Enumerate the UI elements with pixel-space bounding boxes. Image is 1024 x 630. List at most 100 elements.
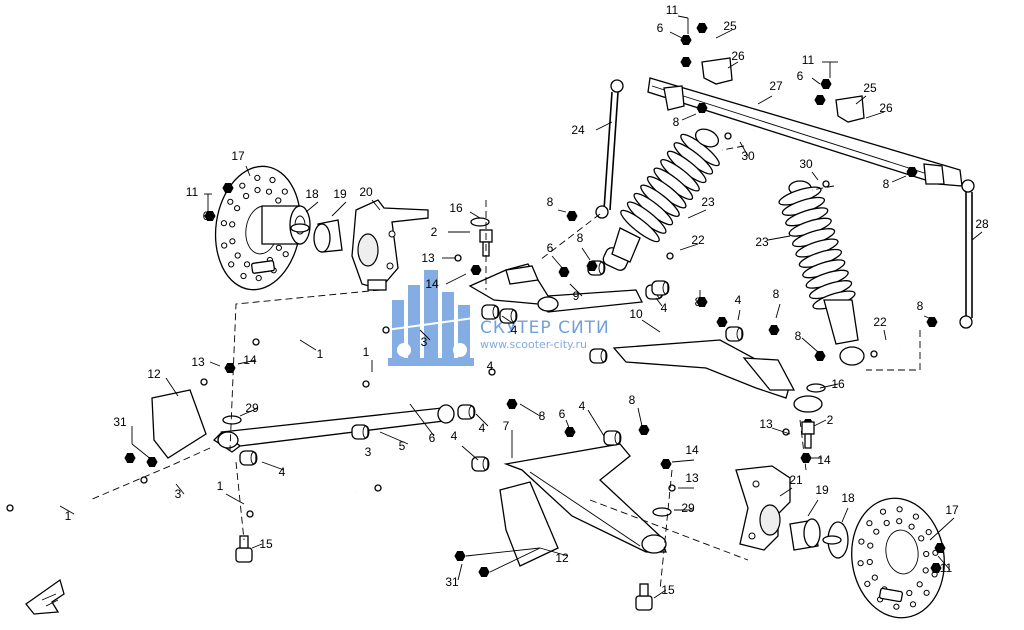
- leader-line: [727, 61, 739, 69]
- callout-label: 18: [305, 187, 319, 201]
- callout-label: 4: [511, 323, 518, 337]
- callout-label: 14: [817, 453, 831, 467]
- callout-label: 6: [657, 21, 664, 35]
- bushing-1: [481, 304, 500, 320]
- leader-line: [737, 309, 741, 321]
- bolt-1d: [246, 491, 357, 518]
- callout-label: 14: [425, 277, 439, 291]
- callout-label: 2: [827, 413, 834, 427]
- watermark-url: www.scooter-city.ru: [480, 338, 587, 351]
- leader-line: [767, 235, 791, 241]
- callout-label: 4: [487, 359, 494, 373]
- bolt-3d: [488, 359, 591, 376]
- callout-label: 12: [555, 551, 569, 565]
- nut-9: [506, 399, 518, 409]
- callout-label: 7: [503, 419, 510, 433]
- leader-line: [371, 199, 381, 211]
- bushing-11: [351, 424, 370, 440]
- callout-label: 8: [773, 287, 780, 301]
- nut-17: [124, 453, 136, 463]
- leader-line: [655, 297, 663, 307]
- clamp-left: [663, 57, 733, 111]
- callout-label: 13: [685, 471, 699, 485]
- nut-23: [680, 35, 692, 45]
- leader-line: [883, 329, 887, 341]
- bushing-10: [603, 430, 622, 446]
- callout-label: 9: [573, 289, 580, 303]
- shock-absorber-rear: [778, 180, 865, 366]
- nut-5: [926, 317, 938, 327]
- callout-label: 26: [879, 101, 893, 115]
- leader-line: [59, 505, 75, 515]
- leader-line: [305, 201, 319, 213]
- callout-label: 8: [673, 115, 680, 129]
- leader-line: [595, 121, 613, 131]
- bolt-30a: [822, 180, 851, 188]
- nut-12: [224, 363, 236, 373]
- nut-15: [800, 453, 812, 463]
- nut-20: [478, 567, 490, 577]
- leader-line: [757, 95, 773, 105]
- nut-13: [470, 265, 482, 275]
- bushing-12: [651, 280, 670, 296]
- nut-24: [696, 23, 708, 33]
- bearing-left: [313, 219, 343, 253]
- nut-3: [696, 103, 708, 113]
- lower-control-arm-front: [212, 404, 455, 453]
- nut-14: [660, 459, 672, 469]
- leader-line: [251, 543, 263, 549]
- leader-line: [501, 315, 515, 325]
- bushing-5: [725, 326, 744, 342]
- washer-2: [806, 383, 826, 393]
- callout-label: 28: [975, 217, 989, 231]
- leader-line: [237, 359, 257, 365]
- callout-label: 6: [797, 69, 804, 83]
- leader-line: [587, 409, 605, 437]
- leader-line: [581, 247, 591, 261]
- nut-27: [814, 95, 826, 105]
- stabilizer-link-left: [595, 79, 624, 219]
- callout-label: 11: [940, 561, 953, 575]
- leader-line: [819, 383, 839, 389]
- leader-line: [971, 231, 983, 241]
- callout-label: 5: [399, 439, 406, 453]
- callout-label: 13: [759, 417, 773, 431]
- callout-label: 1: [317, 347, 324, 361]
- leader-line: [811, 171, 819, 181]
- leader-line: [519, 403, 541, 417]
- callout-label: 16: [831, 377, 845, 391]
- callout-label: 4: [735, 293, 742, 307]
- callout-label: 3: [175, 487, 182, 501]
- leader-line: [465, 547, 541, 557]
- leader-line: [331, 201, 347, 217]
- callout-label: 3: [365, 445, 372, 459]
- leader-line: [489, 547, 541, 573]
- stud-2: [801, 421, 815, 449]
- nut-26: [820, 79, 832, 89]
- nut-25: [680, 57, 692, 67]
- leader-line: [779, 487, 793, 497]
- callout-label: 8: [629, 393, 636, 407]
- leader-line: [475, 413, 489, 427]
- nut-10: [638, 425, 650, 435]
- callout-label: 4: [279, 465, 286, 479]
- callout-label: 4: [661, 301, 668, 315]
- leader-line: [671, 459, 695, 463]
- nut-28: [934, 543, 946, 553]
- callout-label: 23: [755, 235, 769, 249]
- callout-label: 29: [245, 401, 259, 415]
- callout-label: 30: [741, 149, 755, 163]
- bolt-1a: [252, 331, 361, 346]
- callout-label: 8: [917, 299, 924, 313]
- callout-label: 22: [691, 233, 705, 247]
- callout-label: 15: [259, 537, 273, 551]
- washer-5: [290, 223, 310, 233]
- callout-label: 15: [661, 583, 675, 597]
- leader-line: [469, 211, 481, 219]
- callout-label: 8: [539, 409, 546, 423]
- callout-label: 6: [429, 431, 436, 445]
- leader-line: [687, 209, 707, 219]
- callout-label: 19: [815, 483, 829, 497]
- bolt-3a: [382, 317, 475, 334]
